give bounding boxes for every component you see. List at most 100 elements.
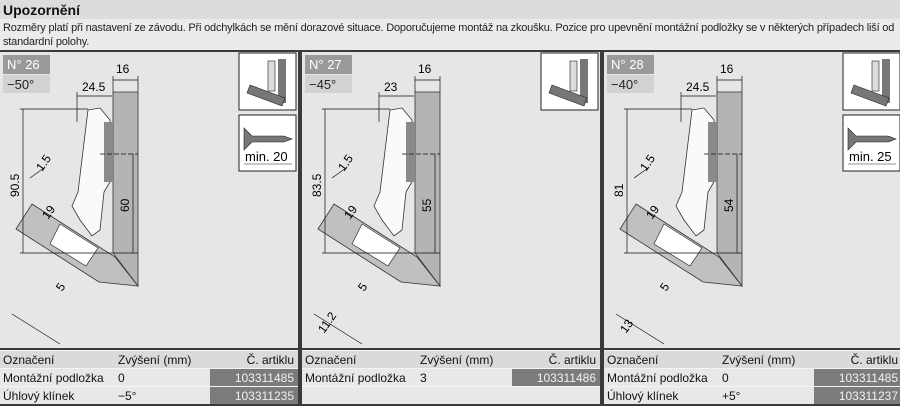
table-row: Montážní podložka 0 103311485 [604, 368, 900, 386]
designation-cell: Montážní podložka [607, 371, 708, 385]
hinge-panel-3: N° 28 −40° 16 24.5 81 54 1.5 19 5 13 min… [604, 52, 900, 348]
elevation-cell: 3 [420, 371, 427, 385]
table-row: Montážní podložka 3 103311486 [302, 368, 600, 386]
angle-badge [607, 75, 654, 93]
warning-note: Rozměry platí při nastavení ze závodu. P… [3, 22, 895, 48]
column-header: Označení [3, 353, 55, 367]
article-number-cell: 103311485 [210, 369, 298, 386]
warning-title: Upozornění [0, 0, 900, 19]
article-number-cell: 103311235 [210, 387, 298, 404]
hinge-panel-1: N° 26 −50° 16 24.5 90.5 60 1.5 19 5 min.… [0, 52, 298, 348]
designation-cell: Úhlový klínek [607, 389, 679, 403]
designation-cell: Montážní podložka [305, 371, 406, 385]
dim-height: 90.5 [8, 173, 22, 197]
dim-b1: 5 [657, 280, 672, 294]
mounting-plate [708, 122, 717, 182]
screw-length: min. 25 [849, 149, 892, 164]
table-header: Označení Zvýšení (mm) Č. artiklu [0, 350, 298, 368]
hinge-arm [373, 107, 414, 237]
cabinet-wall [716, 91, 743, 288]
elevation-cell: +5° [722, 389, 741, 403]
article-number-cell: 103311237 [814, 387, 900, 404]
column-header: Zvýšení (mm) [420, 353, 494, 367]
number-badge [3, 55, 50, 74]
column-header: Zvýšení (mm) [118, 353, 192, 367]
mounting-icon [238, 52, 297, 111]
article-number-cell: 103311485 [814, 369, 900, 386]
hinge-diagram: N° 26 −50° 16 24.5 90.5 60 1.5 19 5 min.… [3, 52, 297, 345]
mounting-icon [540, 52, 599, 111]
column-header: Označení [305, 353, 357, 367]
hinge-cup [653, 223, 703, 267]
dimension-lines [313, 76, 441, 345]
dim-width: 24.5 [82, 80, 106, 94]
dim-position: 55 [420, 198, 434, 212]
cabinet-wall [414, 91, 441, 288]
screw-length: min. 20 [245, 149, 288, 164]
number-badge [607, 55, 654, 74]
hinge-panel-2: N° 27 −45° 16 23 83.5 55 1.5 19 5 11.2 [302, 52, 600, 348]
hinge-arm [71, 107, 112, 237]
dim-b2: 13 [617, 316, 636, 335]
angle-badge [3, 75, 50, 93]
dim-top: 16 [720, 62, 734, 76]
warning-header: Upozornění Rozměry platí při nastavení z… [0, 0, 900, 50]
hinge-angle: −50° [7, 77, 34, 92]
dim-width: 23 [384, 80, 398, 94]
elevation-cell: −5° [118, 389, 137, 403]
hinge-number: N° 28 [611, 57, 644, 72]
mounting-icon [842, 52, 900, 111]
dim-position: 60 [118, 198, 132, 212]
designation-cell: Úhlový klínek [3, 389, 75, 403]
table-row [302, 386, 600, 404]
designation-cell: Montážní podložka [3, 371, 104, 385]
mounting-plate [104, 122, 113, 182]
dim-height: 83.5 [310, 173, 324, 197]
screw-icon: min. 25 [842, 114, 900, 172]
column-header: Č. artiklu [814, 351, 900, 368]
column-header: Č. artiklu [512, 351, 600, 368]
elevation-cell: 0 [722, 371, 729, 385]
number-badge [305, 55, 352, 74]
dim-top: 16 [116, 62, 130, 76]
hinge-cup [351, 223, 401, 267]
hinge-arm [675, 107, 716, 237]
column-header: Zvýšení (mm) [722, 353, 796, 367]
hinge-number: N° 27 [309, 57, 342, 72]
article-number-cell: 103311486 [512, 369, 600, 386]
hinge-diagram: N° 27 −45° 16 23 83.5 55 1.5 19 5 11.2 [305, 52, 599, 345]
table-header: Označení Zvýšení (mm) Č. artiklu [302, 350, 600, 368]
dim-gap: 1.5 [33, 152, 54, 174]
dim-position: 54 [722, 198, 736, 212]
dimension-lines [11, 76, 139, 345]
elevation-cell: 0 [118, 371, 125, 385]
dim-top: 16 [418, 62, 432, 76]
hinge-number: N° 26 [7, 57, 40, 72]
hinge-cup [49, 223, 99, 267]
dim-b1: 5 [355, 280, 370, 294]
dim-gap: 1.5 [335, 152, 356, 174]
angle-badge [305, 75, 352, 93]
column-header: Označení [607, 353, 659, 367]
dim-width: 24.5 [686, 80, 710, 94]
hinge-angle: −40° [611, 77, 638, 92]
table-header: Označení Zvýšení (mm) Č. artiklu [604, 350, 900, 368]
table-row: Montážní podložka 0 103311485 [0, 368, 298, 386]
dim-height: 81 [612, 183, 626, 197]
table-row: Úhlový klínek +5° 103311237 [604, 386, 900, 404]
dim-b1: 5 [53, 280, 68, 294]
table-row: Úhlový klínek −5° 103311235 [0, 386, 298, 404]
column-header: Č. artiklu [210, 351, 298, 368]
empty-cell [302, 387, 417, 404]
mounting-plate [406, 122, 415, 182]
screw-icon: min. 20 [238, 114, 297, 172]
dim-gap: 1.5 [637, 152, 658, 174]
hinge-angle: −45° [309, 77, 336, 92]
hinge-diagram: N° 28 −40° 16 24.5 81 54 1.5 19 5 13 min… [607, 52, 900, 345]
cabinet-wall [112, 91, 139, 288]
dimension-lines [615, 76, 743, 345]
dim-b2: 11.2 [315, 309, 340, 336]
